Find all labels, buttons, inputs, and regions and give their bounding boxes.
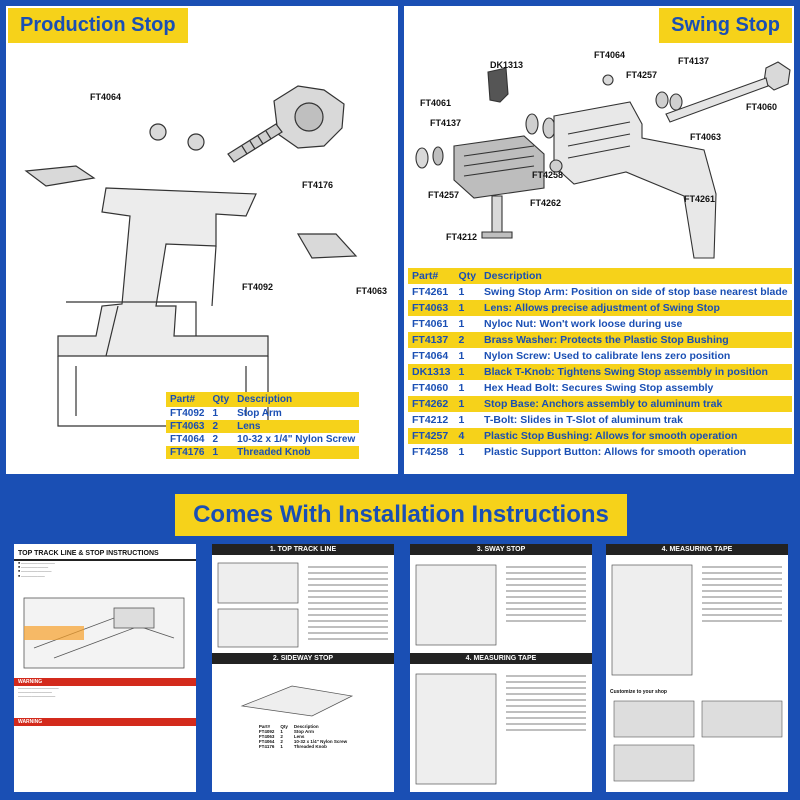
label-ft4212: FT4212 <box>446 232 478 242</box>
page-2-title-2: 2. SIDEWAY STOP <box>212 653 394 664</box>
page-4-illustration-1 <box>611 564 782 676</box>
table-row: FT4064 2 10-32 x 1/4" Nylon Screw <box>170 434 356 445</box>
page-1-body: ■ ——————————■ ————————■ —————————■ —————… <box>18 561 55 578</box>
label-ft4262: FT4262 <box>530 198 562 208</box>
label-ft4063: FT4063 <box>356 286 388 296</box>
page-4-title: 4. MEASURING TAPE <box>606 544 788 555</box>
col-part: Part# <box>166 392 209 407</box>
label-ft4061: FT4061 <box>420 98 452 108</box>
page-3-title-1: 3. SWAY STOP <box>410 544 592 555</box>
page-3-illustration-1 <box>415 564 586 646</box>
page-1-illustration <box>23 597 185 669</box>
page-3-illustration-2 <box>415 673 586 785</box>
col-qty: Qty <box>454 268 481 284</box>
label-ft4064: FT4064 <box>594 50 626 60</box>
page-3-title-2: 4. MEASURING TAPE <box>410 653 592 664</box>
col-desc: Description <box>233 392 360 407</box>
table-row: FT4063 2 Lens <box>166 420 360 433</box>
production-stop-parts-table: Part# Qty Description FT4092 1 Stop Arm … <box>166 392 360 459</box>
instruction-page-2: 1. TOP TRACK LINE 2. SIDEWAY STOP Part#Q… <box>212 544 394 792</box>
page-2-title-1: 1. TOP TRACK LINE <box>212 544 394 555</box>
label-ft4258: FT4258 <box>532 170 564 180</box>
label-ft4176: FT4176 <box>302 180 334 190</box>
instruction-page-4: 4. MEASURING TAPE Customize to your shop <box>606 544 788 792</box>
label-ft4257-a: FT4257 <box>626 70 658 80</box>
label-ft4137-a: FT4137 <box>678 56 710 66</box>
label-ft4064: FT4064 <box>90 92 122 102</box>
instruction-page-3: 3. SWAY STOP 4. MEASURING TAPE <box>410 544 592 792</box>
page-2-illustration-1 <box>217 562 388 648</box>
swing-stop-illustration <box>415 61 791 259</box>
col-part: Part# <box>408 268 455 284</box>
installation-banner: Comes With Installation Instructions <box>175 494 627 536</box>
label-ft4261: FT4261 <box>684 194 716 204</box>
page-4-illustration-2 <box>613 700 783 782</box>
col-desc: Description <box>480 268 792 284</box>
page-1-warning: WARNING <box>14 677 196 686</box>
label-ft4060: FT4060 <box>746 102 778 112</box>
production-stop-title: Production Stop <box>8 8 188 43</box>
label-ft4137-b: FT4137 <box>430 118 462 128</box>
label-dk1313: DK1313 <box>490 60 524 70</box>
swing-stop-title: Swing Stop <box>659 8 792 43</box>
production-stop-panel: Production Stop FT4064 FT4176 FT4092 FT4… <box>6 6 398 474</box>
label-ft4257-b: FT4257 <box>428 190 460 200</box>
col-qty: Qty <box>208 392 234 407</box>
table-row: FT4176 1 Threaded Knob <box>166 446 360 459</box>
instruction-page-1: TOP TRACK LINE & STOP INSTRUCTIONS ■ ———… <box>14 544 196 792</box>
label-ft4092: FT4092 <box>242 282 274 292</box>
production-stop-illustration <box>24 85 358 427</box>
page-4-subtitle: Customize to your shop <box>610 689 667 695</box>
table-row: FT4092 1 Stop Arm <box>170 408 282 419</box>
page-1-warning-text: ————————————————————————————————— <box>18 685 59 699</box>
page-1-warning-2: WARNING <box>14 718 196 727</box>
page-1-title: TOP TRACK LINE & STOP INSTRUCTIONS <box>14 544 196 561</box>
label-ft4063: FT4063 <box>690 132 722 142</box>
page-2-illustration-2 <box>240 685 354 717</box>
swing-stop-panel: Swing Stop F <box>404 6 794 474</box>
